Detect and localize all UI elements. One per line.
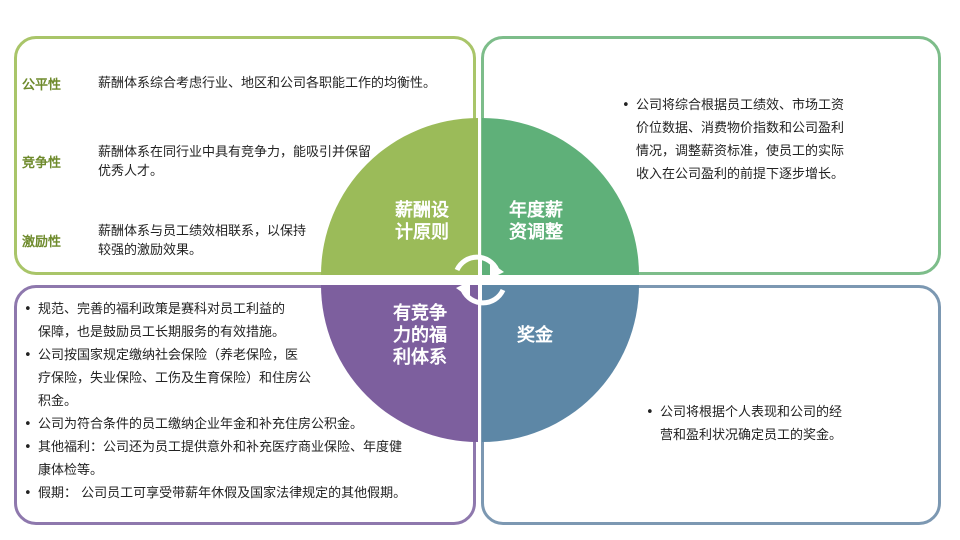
- list-item: 公司按国家规定缴纳社会保险（养老保险，医 疗保险，失业保险、工伤及生育保险）和住…: [24, 344, 374, 413]
- list-item-line: 疗保险，失业保险、工伤及生育保险）和住房公: [38, 371, 312, 386]
- principle-fair-label: 公平性: [22, 78, 62, 93]
- list-item: 公司将根据个人表现和公司的经 营和盈利状况确定员工的奖金。: [646, 401, 896, 447]
- quadrant-label-line: 利体系: [393, 347, 447, 368]
- list-item-line: 公司按国家规定缴纳社会保险（养老保险，医: [38, 348, 299, 363]
- list-item-line: 收入在公司盈利的前提下逐步增长。: [636, 167, 845, 182]
- quadrant-welfare-system: [321, 285, 478, 442]
- list-item-line: 保障，也是鼓励员工长期服务的有效措施。: [38, 325, 286, 340]
- principle-competitive-desc-line: 薪酬体系在同行业中具有竞争力，能吸引并保留: [98, 145, 372, 160]
- list-item-line: 积金。: [38, 394, 78, 409]
- list-item-line: 公司将根据个人表现和公司的经: [660, 405, 843, 420]
- list-item-line: 情况，调整薪资标准，使员工的实际: [636, 144, 845, 159]
- quadrant-label-line: 年度薪: [509, 200, 563, 221]
- list-item-line: 营和盈利状况确定员工的奖金。: [660, 428, 843, 443]
- quadrant-label-bonus: 奖金: [495, 325, 575, 347]
- quadrant-label-line: 资调整: [509, 222, 563, 243]
- list-item: 公司为符合条件的员工缴纳企业年金和补充住房公积金。: [24, 413, 374, 436]
- list-item-line: 规范、完善的福利政策是赛科对员工利益的: [38, 302, 286, 317]
- list-item-line: 假期： 公司员工可享受带薪年休假及国家法律规定的其他假期。: [38, 486, 407, 501]
- principle-competitive-desc: 薪酬体系在同行业中具有竞争力，能吸引并保留 优秀人才。: [98, 143, 371, 181]
- quadrant-label-welfare-system: 有竞争 力的福 利体系: [380, 303, 460, 369]
- quadrant-label-design-principles: 薪酬设 计原则: [382, 200, 462, 244]
- quadrant-bonus: [482, 285, 639, 442]
- cycle-arrowheads-icon: [456, 262, 504, 298]
- quadrant-label-line: 奖金: [517, 325, 553, 346]
- cycle-arrows-icon: [454, 254, 506, 306]
- quadrant-label-line: 力的福: [393, 325, 447, 346]
- list-item: 其他福利：公司还为员工提供意外和补充医疗商业保险、年度健 康体检等。: [24, 436, 403, 482]
- list-item-line: 价位数据、消费物价指数和公司盈利: [636, 121, 845, 136]
- quadrant-design-principles: [321, 118, 478, 275]
- principle-incentive-label: 激励性: [22, 235, 62, 250]
- list-item-line: 公司将综合根据员工绩效、市场工资: [636, 98, 845, 113]
- quadrant-label-line: 有竞争: [393, 303, 447, 324]
- principle-fair-desc: 薪酬体系综合考虑行业、地区和公司各职能工作的均衡性。: [98, 76, 437, 91]
- list-item: 假期： 公司员工可享受带薪年休假及国家法律规定的其他假期。: [24, 482, 407, 505]
- principle-competitive-label: 竞争性: [22, 156, 62, 171]
- principle-competitive-desc-line: 优秀人才。: [98, 164, 164, 179]
- quadrant-label-annual-adjustment: 年度薪 资调整: [496, 200, 576, 244]
- quadrant-label-line: 薪酬设: [395, 200, 449, 221]
- list-item-line: 康体检等。: [38, 463, 104, 478]
- principle-incentive-desc: 薪酬体系与员工绩效相联系，以保持 较强的激励效果。: [98, 222, 306, 260]
- bonus-list: 公司将根据个人表现和公司的经 营和盈利状况确定员工的奖金。: [646, 401, 896, 447]
- list-item: 规范、完善的福利政策是赛科对员工利益的 保障，也是鼓励员工长期服务的有效措施。: [24, 298, 374, 344]
- annual-adjustment-list: 公司将综合根据员工绩效、市场工资 价位数据、消费物价指数和公司盈利 情况，调整薪…: [622, 94, 892, 186]
- list-item-line: 公司为符合条件的员工缴纳企业年金和补充住房公积金。: [38, 417, 364, 432]
- list-item-line: 其他福利：公司还为员工提供意外和补充医疗商业保险、年度健: [38, 440, 403, 455]
- welfare-list: 规范、完善的福利政策是赛科对员工利益的 保障，也是鼓励员工长期服务的有效措施。 …: [24, 298, 407, 505]
- quadrant-annual-adjustment: [482, 118, 639, 275]
- quadrant-label-line: 计原则: [395, 222, 449, 243]
- principle-incentive-desc-line: 薪酬体系与员工绩效相联系，以保持: [98, 224, 307, 239]
- principle-incentive-desc-line: 较强的激励效果。: [98, 243, 203, 258]
- list-item: 公司将综合根据员工绩效、市场工资 价位数据、消费物价指数和公司盈利 情况，调整薪…: [622, 94, 892, 186]
